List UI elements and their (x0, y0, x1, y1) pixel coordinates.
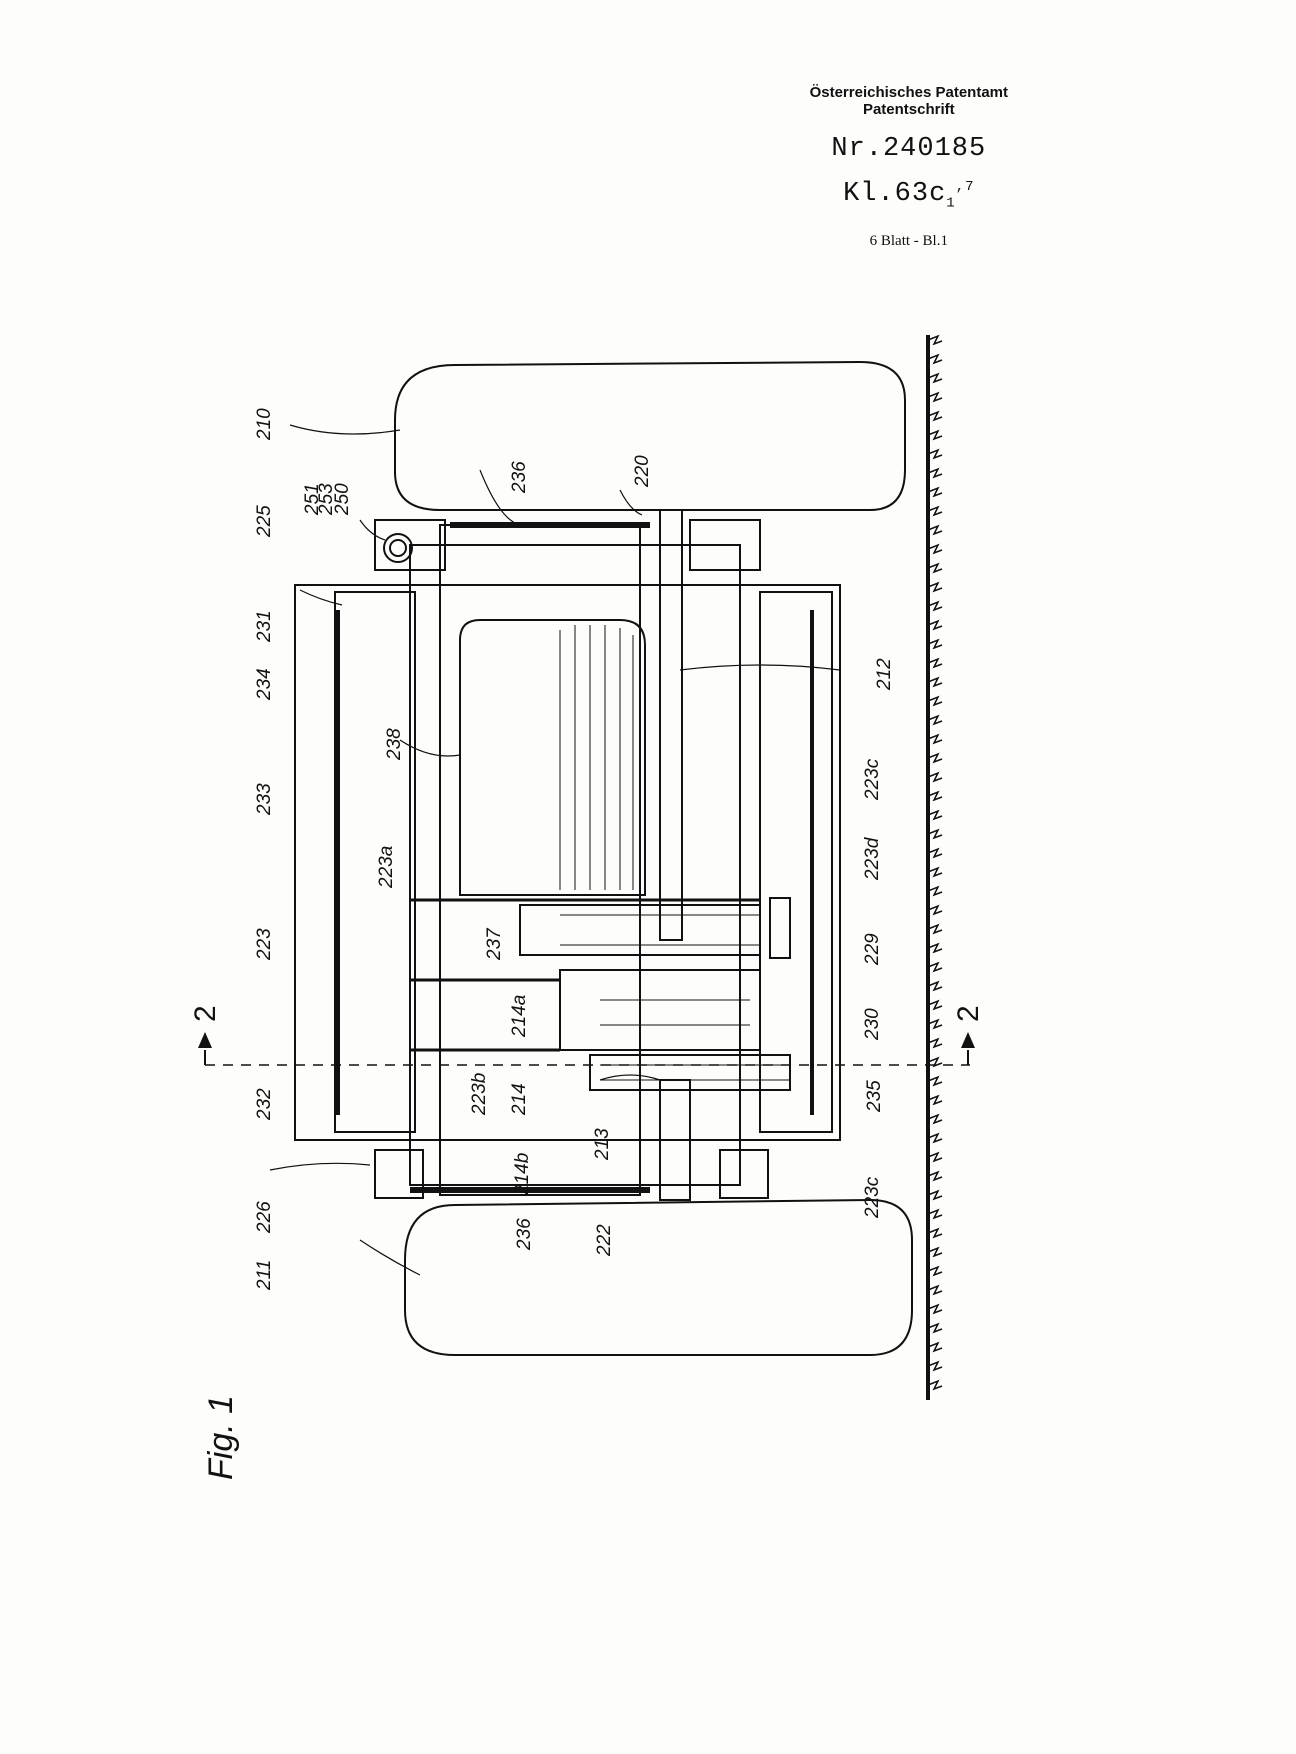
shaft-212 (659, 509, 683, 941)
housing-rail-right (759, 591, 833, 1133)
reference-numeral-223c: 223c (862, 1176, 883, 1219)
section-label-right: 2 (952, 1005, 985, 1022)
reference-numeral-213: 213 (592, 1128, 613, 1161)
reference-numeral-229: 229 (862, 933, 883, 966)
reference-numeral-223c: 223c (862, 758, 883, 801)
reference-numeral-238: 238 (384, 728, 405, 761)
inner-drum (409, 544, 741, 1186)
reference-numeral-236: 236 (509, 461, 530, 494)
sheet-info: 6 Blatt - Bl.1 (869, 233, 948, 250)
gear-230 (559, 969, 761, 1051)
reference-numeral-214: 214 (509, 1083, 530, 1116)
class-subscript: 1 (946, 195, 956, 212)
motor-238 (459, 619, 646, 896)
reference-numeral-225: 225 (254, 505, 275, 538)
patent-number: Nr.240185 (831, 134, 987, 164)
wheel-210 (394, 360, 906, 511)
reference-numeral-223b: 223b (469, 1073, 490, 1116)
reference-numeral-220: 220 (632, 455, 653, 488)
reference-numeral-253: 253 (316, 483, 337, 516)
reference-numeral-230: 230 (862, 1008, 883, 1041)
reference-numeral-233: 233 (254, 783, 275, 816)
reference-numeral-223d: 223d (862, 836, 883, 881)
gear-235 (589, 1054, 791, 1091)
reference-numeral-251: 251 (302, 483, 323, 516)
reference-numeral-235: 235 (864, 1080, 885, 1113)
reference-numeral-210: 210 (254, 408, 275, 441)
reference-numeral-237: 237 (484, 927, 505, 961)
reference-numeral-214a: 214a (509, 995, 530, 1038)
reference-numeral-212: 212 (874, 658, 895, 691)
patent-office-name: Österreichisches Patentamt (809, 84, 1008, 101)
section-label-left: 2 (189, 1005, 222, 1022)
patent-class: Kl.63c1,7 (810, 170, 1008, 220)
class-suffix: ,7 (955, 179, 975, 195)
bearing-225 (374, 519, 446, 571)
ground-hatching (927, 334, 943, 1391)
document-type: Patentschrift (862, 101, 955, 118)
gear-237 (519, 904, 761, 956)
reference-numeral-232: 232 (254, 1088, 275, 1121)
reference-numeral-223a: 223a (376, 846, 397, 889)
reference-numeral-250: 250 (332, 483, 353, 516)
reference-numeral-214b: 214b (512, 1153, 533, 1196)
wheel-211 (404, 1198, 913, 1356)
housing-outer (294, 584, 841, 1141)
housing-rail-left (334, 591, 416, 1133)
reference-numeral-234: 234 (254, 668, 275, 701)
reference-numeral-231: 231 (254, 610, 275, 643)
reference-numeral-211: 211 (254, 1260, 275, 1291)
reference-numeral-222: 222 (594, 1224, 615, 1257)
reference-numeral-236: 236 (514, 1218, 535, 1251)
class-prefix: Kl.63c (843, 179, 947, 209)
figure-title: Fig. 1 (202, 1395, 240, 1480)
bearing-226 (374, 1149, 424, 1199)
reference-numeral-226: 226 (254, 1201, 275, 1234)
reference-numeral-223: 223 (254, 928, 275, 961)
patent-header: Österreichisches Patentamt Patentschrift… (810, 84, 1008, 250)
